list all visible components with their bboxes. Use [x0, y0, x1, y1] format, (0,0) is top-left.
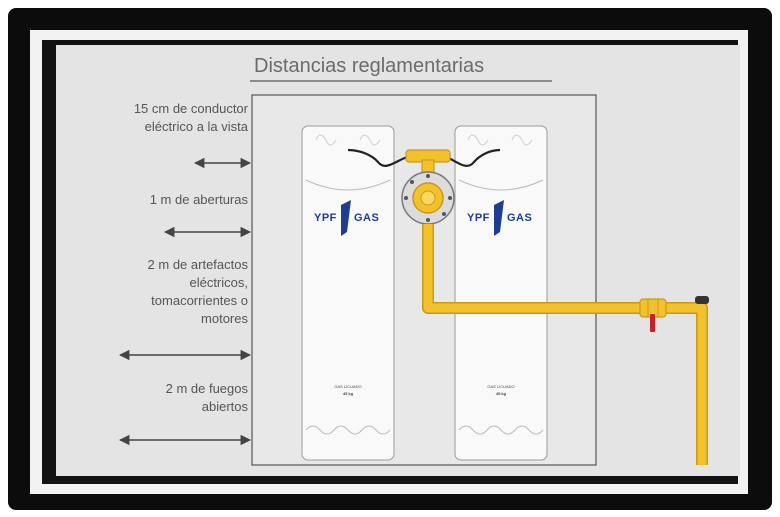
- label-open-fires: 2 m de fuegos abiertos: [165, 381, 248, 414]
- cylinder-left-brand-ypf: YPF: [314, 212, 337, 224]
- gas-supply-pipe: [422, 224, 709, 465]
- hose-left: [347, 148, 411, 167]
- cylinder-right-label-1: GAS LICUADO: [487, 384, 515, 389]
- cylinder-right-label-2: 45 kg: [495, 391, 507, 396]
- cylinder-left-label-1: GAS LICUADO: [334, 384, 362, 389]
- cylinder-right-brand-ypf: YPF: [467, 212, 490, 224]
- gas-cylinder-left: [301, 125, 395, 461]
- cylinder-right-brand-gas: GAS: [507, 212, 533, 224]
- pressure-regulator: [401, 149, 455, 225]
- label-openings: 1 m de aberturas: [149, 192, 248, 207]
- shutoff-valve: [639, 298, 667, 332]
- label-electric-conductor: 15 cm de conductor eléctrico a la vista: [133, 101, 248, 134]
- cylinder-left-brand-gas: GAS: [354, 212, 380, 224]
- cylinder-left-label-2: 45 kg: [342, 391, 354, 396]
- hose-right: [443, 148, 501, 167]
- diagram-title: Distancias reglamentarias: [254, 55, 485, 77]
- gas-cylinder-right: [454, 125, 548, 461]
- title-underline: [250, 80, 552, 82]
- label-electric-devices: 2 m de artefactos eléctricos, tomacorrie…: [147, 257, 248, 326]
